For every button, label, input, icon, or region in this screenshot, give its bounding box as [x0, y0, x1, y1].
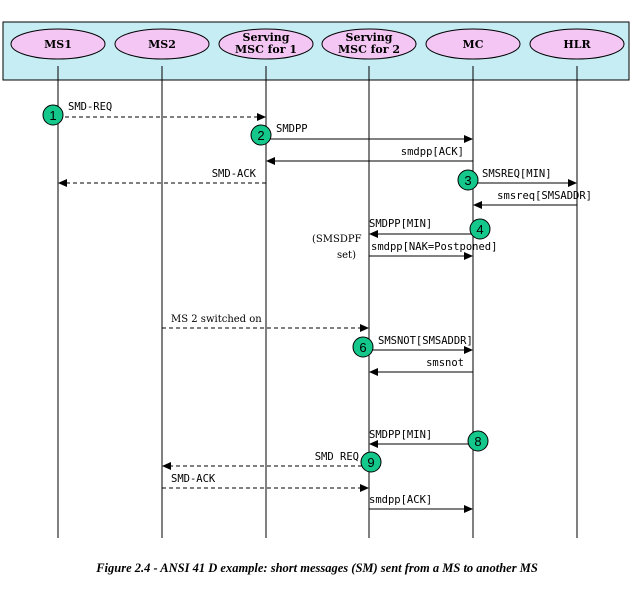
smsdpf-note-line2: set)	[337, 250, 356, 261]
lifelines	[57, 66, 578, 538]
step-marker: 8	[467, 430, 489, 452]
step-marker-circle	[467, 430, 489, 452]
step-marker-number: 3	[464, 173, 471, 188]
entity-ms2: MS2	[114, 28, 210, 60]
step-marker-circle	[360, 451, 382, 473]
message-label-smdpp-ack-2: smdpp[ACK]	[369, 494, 432, 506]
messages: SMD-REQ SMDPP smdpp[ACK] SMD-ACK SMSREQ[…	[58, 101, 592, 513]
entity-mc-ellipse	[425, 28, 521, 60]
message-label-smd-req-2: SMD REQ	[315, 451, 359, 463]
step-marker: 4	[469, 218, 491, 240]
step-marker-circle	[250, 124, 272, 146]
step-markers: 1 2 3 4 6 8 9	[42, 104, 491, 473]
step-marker-number: 2	[257, 128, 264, 143]
entity-mc: MC	[425, 28, 521, 60]
step-marker: 1	[42, 104, 64, 126]
message-label-smd-ack-2: SMD-ACK	[171, 473, 216, 485]
step-marker-circle	[457, 169, 479, 191]
step-marker: 9	[360, 451, 382, 473]
message-label-smsreq-resp: smsreq[SMSADDR]	[497, 190, 592, 202]
message-label-smsnot-resp: smsnot	[426, 357, 464, 369]
message-label-smdpp-nak: smdpp[NAK=Postponed]	[371, 241, 497, 253]
message-label-smd-req: SMD-REQ	[68, 101, 112, 113]
entity-msc2-label-line1: Serving	[346, 31, 393, 44]
message-label-smdpp-min: SMDPP[MIN]	[369, 218, 432, 230]
message-label-smdpp-ack: smdpp[ACK]	[401, 146, 464, 158]
entity-ms1-label: MS1	[44, 38, 72, 51]
entity-msc1-label-line2: MSC for 1	[235, 43, 297, 56]
entity-msc1-ellipse	[218, 28, 314, 60]
entities: MS1 MS2 Serving MSC for 1 Serving MSC fo…	[10, 28, 625, 60]
entity-msc2-ellipse	[321, 28, 417, 60]
entity-msc2-label-line2: MSC for 2	[338, 43, 400, 56]
smsdpf-note-line1: (SMSDPF	[312, 234, 362, 245]
step-marker: 6	[352, 336, 374, 358]
entity-hlr-label: HLR	[563, 38, 591, 51]
message-label-smd-ack: SMD-ACK	[212, 168, 257, 180]
entity-ms2-ellipse	[114, 28, 210, 60]
entity-hlr-ellipse	[529, 28, 625, 60]
entity-ms1-ellipse	[10, 28, 106, 60]
entity-ms2-label: MS2	[148, 38, 176, 51]
message-label-ms2-switched-on: MS 2 switched on	[171, 314, 262, 325]
step-marker: 3	[457, 169, 479, 191]
step-marker-circle	[469, 218, 491, 240]
entity-mc-label: MC	[463, 38, 484, 51]
entity-msc1-label-line1: Serving	[243, 31, 290, 44]
step-marker-number: 8	[474, 434, 481, 449]
entity-msc2: Serving MSC for 2	[321, 28, 417, 60]
step-marker: 2	[250, 124, 272, 146]
entity-hlr: HLR	[529, 28, 625, 60]
message-label-smdpp-min-2: SMDPP[MIN]	[369, 429, 432, 441]
entity-ms1: MS1	[10, 28, 106, 60]
message-label-smdpp: SMDPP	[276, 123, 308, 135]
message-label-smsreq: SMSREQ[MIN]	[482, 168, 552, 180]
step-marker-circle	[42, 104, 64, 126]
entity-header-band	[2, 21, 630, 81]
step-marker-number: 9	[367, 455, 374, 470]
message-label-smsnot: SMSNOT[SMSADDR]	[378, 335, 473, 347]
smsdpf-note: (SMSDPF set)	[312, 234, 362, 261]
step-marker-number: 6	[359, 340, 366, 355]
step-marker-number: 1	[49, 108, 56, 123]
entity-msc1: Serving MSC for 1	[218, 28, 314, 60]
figure-caption: Figure 2.4 - ANSI 41 D example: short me…	[95, 561, 538, 575]
step-marker-circle	[352, 336, 374, 358]
step-marker-number: 4	[476, 222, 483, 237]
